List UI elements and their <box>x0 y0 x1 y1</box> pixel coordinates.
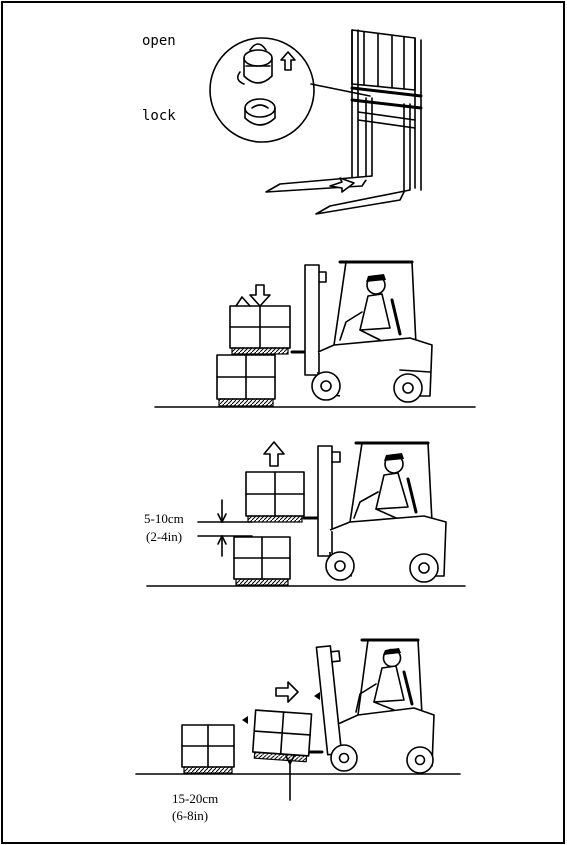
travel-height-imperial: (6-8in) <box>172 808 208 823</box>
tilt-marker-icon <box>314 692 320 700</box>
lock-label: lock <box>142 108 176 124</box>
down-arrow-icon <box>250 285 270 306</box>
lower-load <box>217 355 275 406</box>
lift-height-metric: 5-10cm <box>144 511 184 526</box>
up-arrow-icon <box>264 442 284 466</box>
right-arrow-icon <box>276 682 298 702</box>
destination-load <box>182 725 234 773</box>
tilt-marker-icon <box>242 716 248 724</box>
forklift <box>310 640 434 773</box>
up-arrow-icon <box>281 52 295 70</box>
forklift <box>292 262 432 402</box>
travel-height-metric: 15-20cm <box>172 791 218 806</box>
forklift <box>304 443 446 582</box>
fork-lock-panel: open lock <box>142 30 421 214</box>
lift-height-imperial: (2-4in) <box>146 529 182 544</box>
step-lift-load-panel: 5-10cm (2-4in) <box>144 442 465 586</box>
open-label: open <box>142 33 176 49</box>
step-place-load-panel <box>155 262 475 407</box>
lock-pin-detail-circle <box>210 38 314 142</box>
lower-load <box>234 537 290 585</box>
carried-load <box>252 710 311 762</box>
raised-load <box>246 472 304 522</box>
step-travel-panel: 15-20cm (6-8in) <box>136 640 460 823</box>
